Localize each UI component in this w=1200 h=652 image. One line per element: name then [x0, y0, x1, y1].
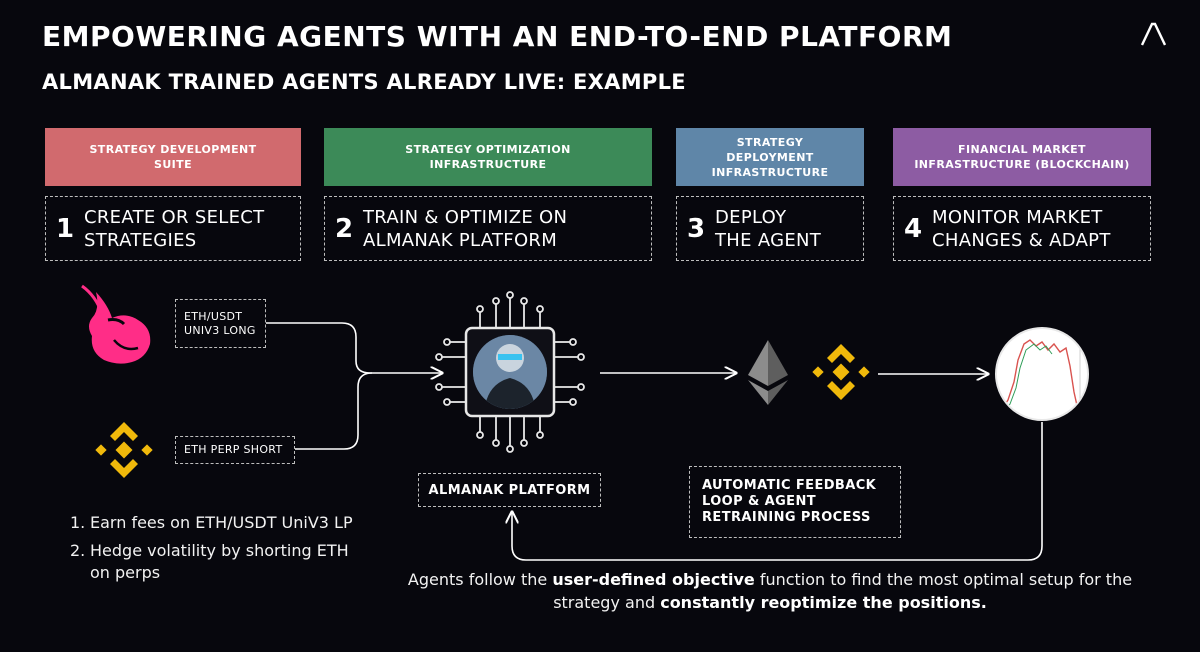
page-title: EMPOWERING AGENTS WITH AN END-TO-END PLA…	[42, 20, 953, 53]
stage-3-number: 3	[686, 213, 706, 244]
uniswap-icon	[81, 284, 151, 364]
uniswap-strategy-tag: ETH/USDT UNIV3 LONG	[175, 299, 266, 348]
feedback-loop-label: AUTOMATIC FEEDBACK LOOP & AGENT RETRAINI…	[689, 466, 901, 538]
market-chart-icon	[995, 327, 1089, 421]
perp-strategy-tag: ETH PERP SHORT	[175, 436, 295, 464]
stage-2-header: STRATEGY OPTIMIZATION INFRASTRUCTURE	[324, 128, 652, 186]
binance-icon-right	[812, 344, 870, 400]
almanak-logo-icon	[1140, 22, 1166, 46]
stage-1-number: 1	[55, 213, 75, 244]
binance-icon-left	[95, 422, 153, 478]
uniswap-connector	[266, 322, 442, 373]
stage-1-header: STRATEGY DEVELOPMENT SUITE	[45, 128, 301, 186]
almanak-platform-label: ALMANAK PLATFORM	[418, 473, 601, 507]
chip-icon	[435, 291, 585, 453]
list-item: 2.Hedge volatility by shorting ETH on pe…	[70, 541, 349, 582]
stage-4-header: FINANCIAL MARKET INFRASTRUCTURE (BLOCKCH…	[893, 128, 1151, 186]
list-item: 1.Earn fees on ETH/USDT UniV3 LP	[70, 513, 353, 532]
objective-note: Agents follow the user-defined objective…	[407, 570, 1133, 612]
page-subtitle: ALMANAK TRAINED AGENTS ALREADY LIVE: EXA…	[42, 70, 686, 94]
strategy-steps-list: 1.Earn fees on ETH/USDT UniV3 LP 2.Hedge…	[70, 512, 390, 590]
feedback-loop-arrow	[512, 422, 1043, 561]
perp-connector	[295, 372, 373, 450]
stage-3-header: STRATEGY DEPLOYMENT INFRASTRUCTURE	[676, 128, 864, 186]
stage-2-number: 2	[334, 213, 354, 244]
ethereum-icon	[748, 340, 788, 405]
stage-4-number: 4	[903, 213, 923, 244]
